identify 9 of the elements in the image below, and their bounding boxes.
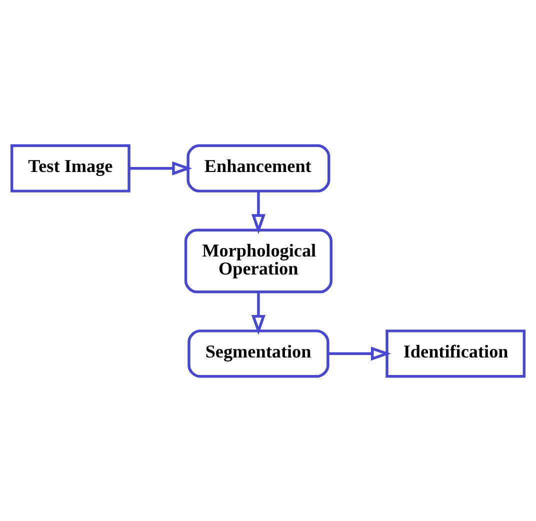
node-box: Identification xyxy=(386,329,526,378)
arrow xyxy=(251,291,266,334)
arrow xyxy=(251,190,266,234)
node-box: Enhancement xyxy=(186,144,330,192)
arrow xyxy=(129,160,192,175)
node-box: Segmentation xyxy=(188,329,330,378)
node-box: Morphological Operation xyxy=(184,228,332,293)
arrow xyxy=(328,346,392,360)
node-box: Test Image xyxy=(10,144,130,192)
